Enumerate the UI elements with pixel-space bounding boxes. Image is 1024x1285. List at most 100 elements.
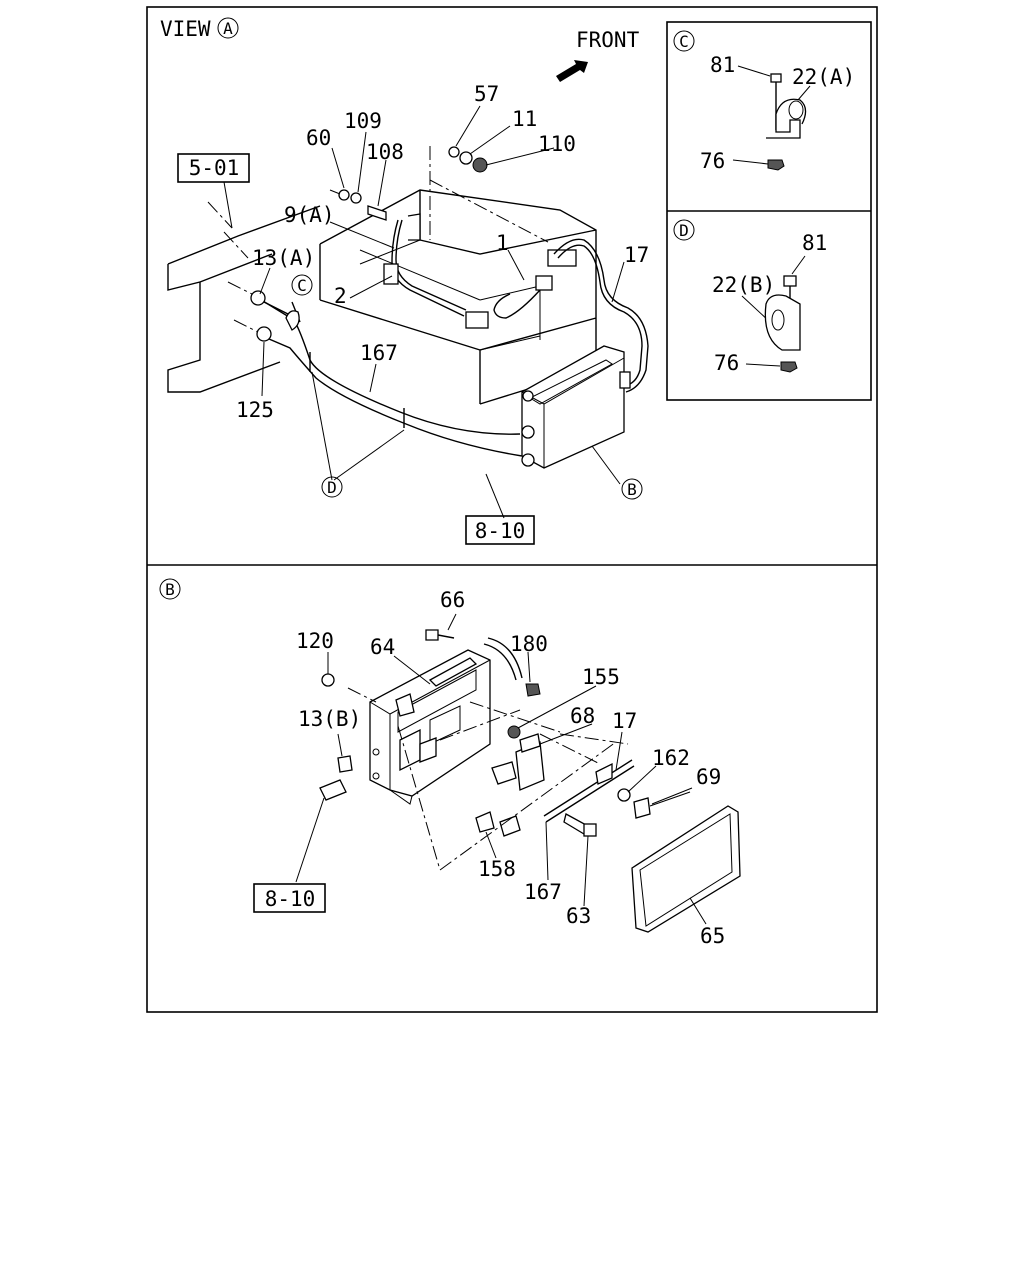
callout-109: 109 xyxy=(344,109,382,133)
control-box xyxy=(521,345,625,469)
chassis-rail xyxy=(167,205,321,393)
detail-d: D 81 22(B) 76 xyxy=(673,219,827,375)
ref-b-letter: B xyxy=(627,480,637,499)
detail-c-clip xyxy=(766,98,807,139)
ref-b-circle xyxy=(621,478,643,500)
bolt-66-head xyxy=(425,629,439,641)
callout-b-66: 66 xyxy=(440,588,465,612)
ref-box-harness xyxy=(465,515,535,545)
detail-d-clip-label: 22(B) xyxy=(712,273,775,297)
callout-b-155: 155 xyxy=(582,665,620,689)
view-b-letter: B xyxy=(165,580,175,599)
ref-d-letter: D xyxy=(327,478,337,497)
detail-d-bolt-label: 81 xyxy=(802,231,827,255)
detail-d-clip xyxy=(764,294,801,351)
callout-17: 17 xyxy=(624,243,649,267)
callout-13a: 13(A) xyxy=(252,246,315,270)
washer-60 xyxy=(338,189,350,201)
detail-d-letter: D xyxy=(679,221,689,240)
battery-cable-2 xyxy=(391,219,465,317)
callout-b-65: 65 xyxy=(700,924,725,948)
callout-b-13b: 13(B) xyxy=(298,707,361,731)
front-label: FRONT xyxy=(576,28,640,52)
view-a-header: VIEW A xyxy=(160,17,239,41)
callout-1: 1 xyxy=(496,231,509,255)
callout-57: 57 xyxy=(474,82,499,106)
rod-17 xyxy=(543,759,635,823)
ref-c-circle xyxy=(291,274,313,296)
cover-65 xyxy=(631,805,741,933)
harness-167 xyxy=(257,297,521,435)
ref-c-letter: C xyxy=(297,276,307,295)
view-title: VIEW xyxy=(160,17,211,41)
view-a-drawing: 5-01 8-10 C D B 60 109 108 9(A) 57 11 11… xyxy=(167,82,649,545)
callout-11: 11 xyxy=(512,107,537,131)
tube xyxy=(483,637,523,681)
callout-167: 167 xyxy=(360,341,398,365)
ref-box-harness-b xyxy=(253,883,326,913)
callout-b-63: 63 xyxy=(566,904,591,928)
callout-9a: 9(A) xyxy=(284,203,335,227)
detail-d-bolt-head xyxy=(783,275,797,287)
ref-harness-b-label: 8-10 xyxy=(265,887,316,911)
front-arrow-icon xyxy=(556,60,588,82)
callout-b-162: 162 xyxy=(652,746,690,770)
nut-120 xyxy=(321,673,335,687)
callout-b-69: 69 xyxy=(696,765,721,789)
grommet-13b xyxy=(337,755,353,773)
front-indicator: FRONT xyxy=(556,28,640,82)
bolt-69 xyxy=(633,797,651,819)
cable-1 xyxy=(493,289,541,319)
grommet-125 xyxy=(256,326,272,342)
callout-2: 2 xyxy=(334,284,347,308)
diagram-frame xyxy=(146,6,878,1013)
ref-box-chassis xyxy=(177,153,250,183)
detail-d-nut xyxy=(780,361,798,373)
clip-c xyxy=(285,310,300,331)
callout-60: 60 xyxy=(306,126,331,150)
battery-terminal-pos xyxy=(547,249,577,267)
nut-155 xyxy=(507,725,521,739)
ref-d-circle xyxy=(321,476,343,498)
detail-c-nut xyxy=(767,159,785,171)
bolt-harness xyxy=(319,779,347,801)
ref-harness-label: 8-10 xyxy=(475,519,526,543)
view-ref-letter: A xyxy=(223,19,233,38)
detail-c-bolt-label: 81 xyxy=(710,53,735,77)
grommet-13a xyxy=(250,290,266,306)
washer-109 xyxy=(350,192,362,204)
ref-chassis-label: 5-01 xyxy=(189,156,240,180)
washer-57 xyxy=(448,146,460,158)
callout-b-64: 64 xyxy=(370,635,395,659)
callout-b-68: 68 xyxy=(570,704,595,728)
callout-b-180: 180 xyxy=(510,632,548,656)
washer-162 xyxy=(617,788,631,802)
callout-b-120: 120 xyxy=(296,629,334,653)
washer-11 xyxy=(459,151,473,165)
callout-b-167: 167 xyxy=(524,880,562,904)
detail-c-clip-label: 22(A) xyxy=(792,65,855,89)
view-ref-circle xyxy=(217,17,239,39)
detail-d-nut-label: 76 xyxy=(714,351,739,375)
detail-c-circle xyxy=(673,30,695,52)
view-b-circle xyxy=(159,578,181,600)
detail-c-nut-label: 76 xyxy=(700,149,725,173)
detail-c: C 81 22(A) 76 xyxy=(673,30,855,173)
detail-c-bolt-head xyxy=(770,73,782,83)
callout-125: 125 xyxy=(236,398,274,422)
view-b-drawing: B xyxy=(159,578,741,948)
battery-box xyxy=(319,189,597,405)
bolt-108 xyxy=(367,205,387,221)
callout-108: 108 xyxy=(366,140,404,164)
detail-d-circle xyxy=(673,219,695,241)
part-158 xyxy=(475,811,495,833)
callout-b-17: 17 xyxy=(612,709,637,733)
detail-c-letter: C xyxy=(679,32,689,51)
callout-110: 110 xyxy=(538,132,576,156)
callout-b-158: 158 xyxy=(478,857,516,881)
battery-terminal-neg xyxy=(465,311,489,329)
nut-180 xyxy=(525,683,541,697)
nut-110 xyxy=(472,157,488,173)
